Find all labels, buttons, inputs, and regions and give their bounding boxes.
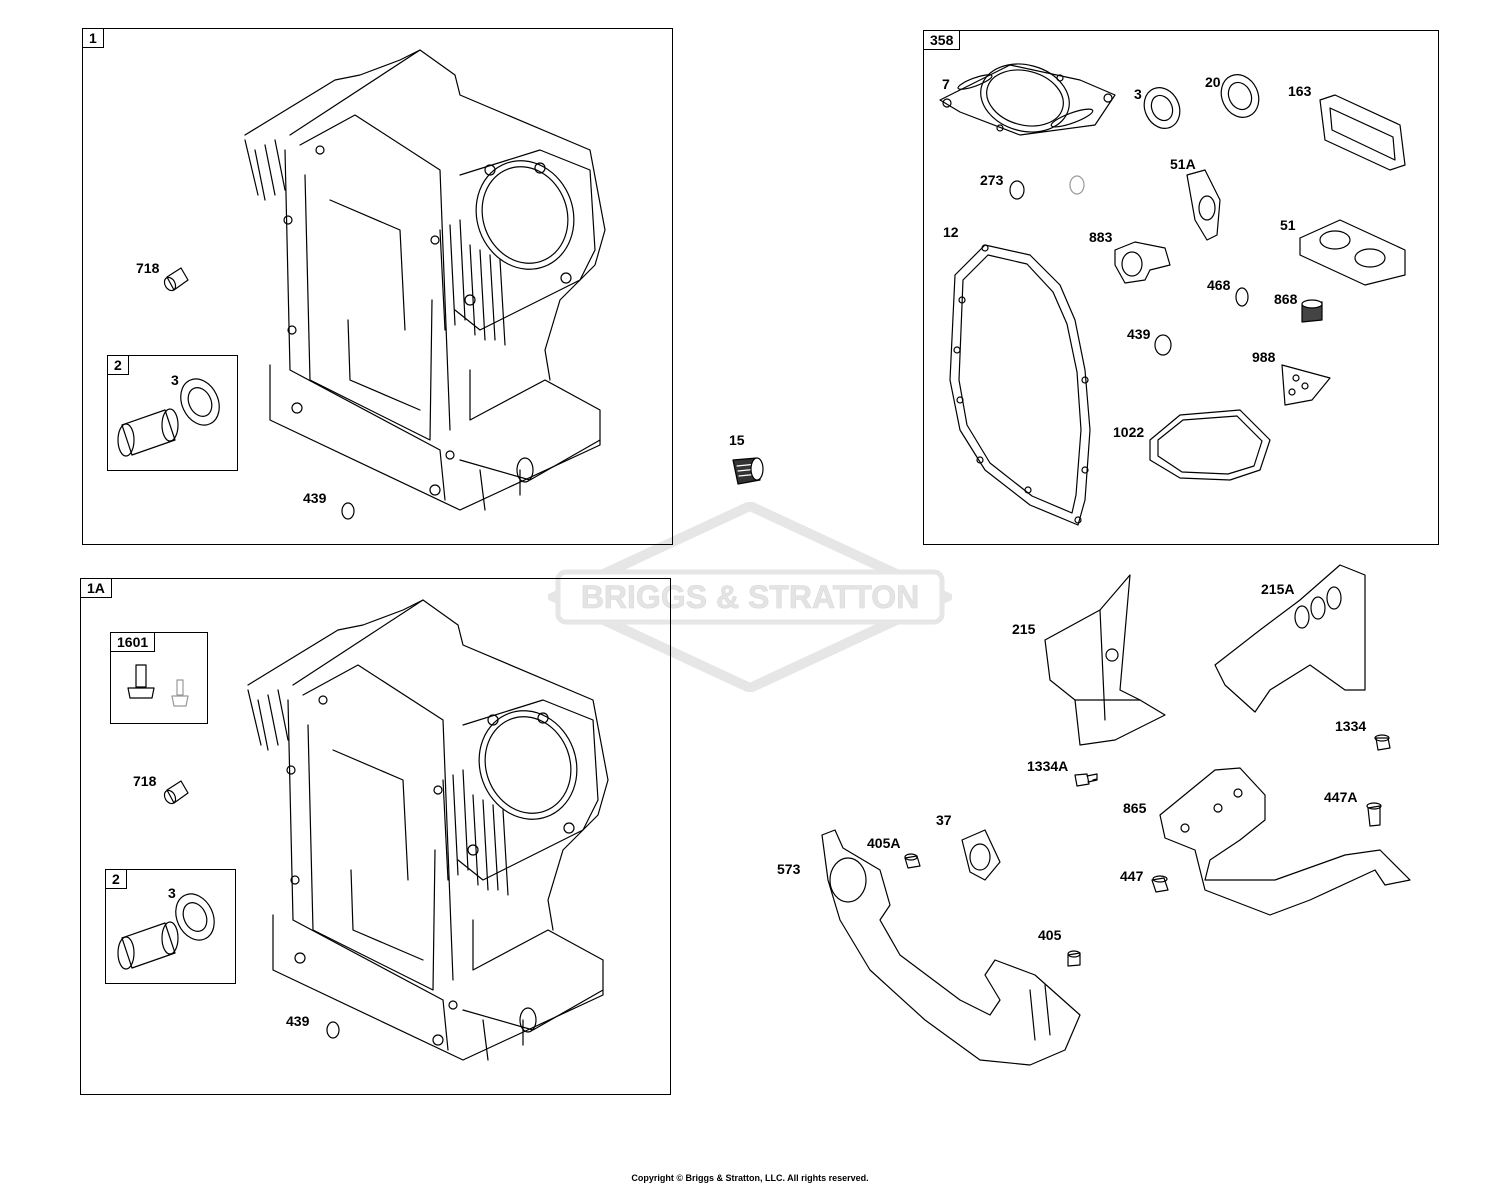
- label-163: 163: [1288, 83, 1312, 99]
- group-358-frame: [923, 30, 1439, 545]
- washer-468: [1235, 287, 1249, 307]
- subgroup-2-tag: 2: [108, 356, 129, 375]
- oil-seal-20: [1220, 74, 1260, 118]
- shroud-573: [821, 829, 1081, 1066]
- label-273: 273: [980, 172, 1004, 188]
- gasket-51A: [1186, 169, 1221, 241]
- group-358-tag: 358: [924, 31, 961, 50]
- bearing-2-1A: [117, 921, 179, 970]
- label-51A: 51A: [1170, 156, 1196, 172]
- shroud-215A: [1214, 564, 1366, 713]
- subgroup-2-frame: [107, 355, 238, 471]
- head-gasket-7: [939, 63, 1116, 136]
- bolt-405: [1067, 950, 1081, 967]
- crankcase-block-1: [244, 49, 606, 511]
- label-883: 883: [1089, 229, 1113, 245]
- label-12: 12: [943, 224, 959, 240]
- bracket-865: [1159, 767, 1411, 916]
- label-3-358: 3: [1134, 86, 1142, 102]
- bolt-447: [1151, 875, 1169, 893]
- subgroup-2-frame-1A: [105, 869, 236, 984]
- label-718: 718: [136, 260, 160, 276]
- subgroup-1601-frame: [110, 632, 208, 724]
- label-439: 439: [303, 490, 327, 506]
- label-573: 573: [777, 861, 801, 877]
- group-1-frame: [82, 28, 673, 545]
- label-7: 7: [942, 76, 950, 92]
- group-1A-tag: 1A: [81, 579, 112, 598]
- label-1334A: 1334A: [1027, 758, 1069, 774]
- label-15: 15: [729, 432, 745, 448]
- label-405: 405: [1038, 927, 1062, 943]
- subgroup-2-tag-1A: 2: [106, 870, 127, 889]
- shroud-215: [1044, 574, 1166, 746]
- gasket-883: [1114, 241, 1171, 284]
- label-405A: 405A: [867, 835, 901, 851]
- subgroup-1601-tag: 1601: [111, 633, 156, 652]
- sump-gasket-12: [949, 244, 1091, 526]
- sleeve-718: [163, 267, 189, 292]
- oil-seal-3: [180, 378, 220, 426]
- bolt-1601: [127, 664, 189, 707]
- watermark-text: BRIGGS & STRATTON: [581, 579, 919, 615]
- label-439-358: 439: [1127, 326, 1151, 342]
- bearing-2: [117, 408, 179, 457]
- group-1A-frame: [80, 578, 671, 1095]
- copyright-notice: Copyright © Briggs & Stratton, LLC. All …: [631, 1173, 869, 1183]
- label-215A: 215A: [1261, 581, 1295, 597]
- gasket-988: [1281, 364, 1331, 406]
- label-468: 468: [1207, 277, 1231, 293]
- label-3: 3: [171, 372, 179, 388]
- label-215: 215: [1012, 621, 1036, 637]
- oil-seal-3-358: [1143, 87, 1181, 129]
- bolt-447A: [1366, 802, 1382, 827]
- washer-439-1A: [326, 1021, 340, 1039]
- bolt-405A: [904, 853, 921, 869]
- washer-unlabeled: [1069, 175, 1085, 195]
- label-718-1A: 718: [133, 773, 157, 789]
- bolt-1334A: [1074, 773, 1098, 787]
- valve-seal-868: [1301, 299, 1323, 323]
- washer-439-358: [1154, 334, 1172, 356]
- gasket-37: [961, 829, 1001, 881]
- label-37: 37: [936, 812, 952, 828]
- bolt-1334: [1374, 734, 1391, 751]
- label-439-1A: 439: [286, 1013, 310, 1029]
- sleeve-718-1A: [163, 780, 189, 805]
- label-20: 20: [1205, 74, 1221, 90]
- label-51: 51: [1280, 217, 1296, 233]
- label-868: 868: [1274, 291, 1298, 307]
- group-1-tag: 1: [83, 29, 104, 48]
- gasket-163: [1319, 94, 1406, 171]
- crankcase-block-1A: [247, 599, 609, 1061]
- plug-15: [732, 457, 764, 485]
- oil-seal-3-1A: [175, 893, 215, 941]
- briggs-stratton-watermark-logo: BRIGGS & STRATTON: [548, 502, 952, 692]
- washer-273: [1009, 180, 1025, 200]
- label-447: 447: [1120, 868, 1144, 884]
- gasket-1022: [1149, 409, 1271, 481]
- label-865: 865: [1123, 800, 1147, 816]
- label-447A: 447A: [1324, 789, 1358, 805]
- gasket-51: [1299, 219, 1406, 286]
- label-1334: 1334: [1335, 718, 1367, 734]
- label-988: 988: [1252, 349, 1276, 365]
- washer-439: [341, 502, 355, 520]
- label-3-1A: 3: [168, 885, 176, 901]
- label-1022: 1022: [1113, 424, 1145, 440]
